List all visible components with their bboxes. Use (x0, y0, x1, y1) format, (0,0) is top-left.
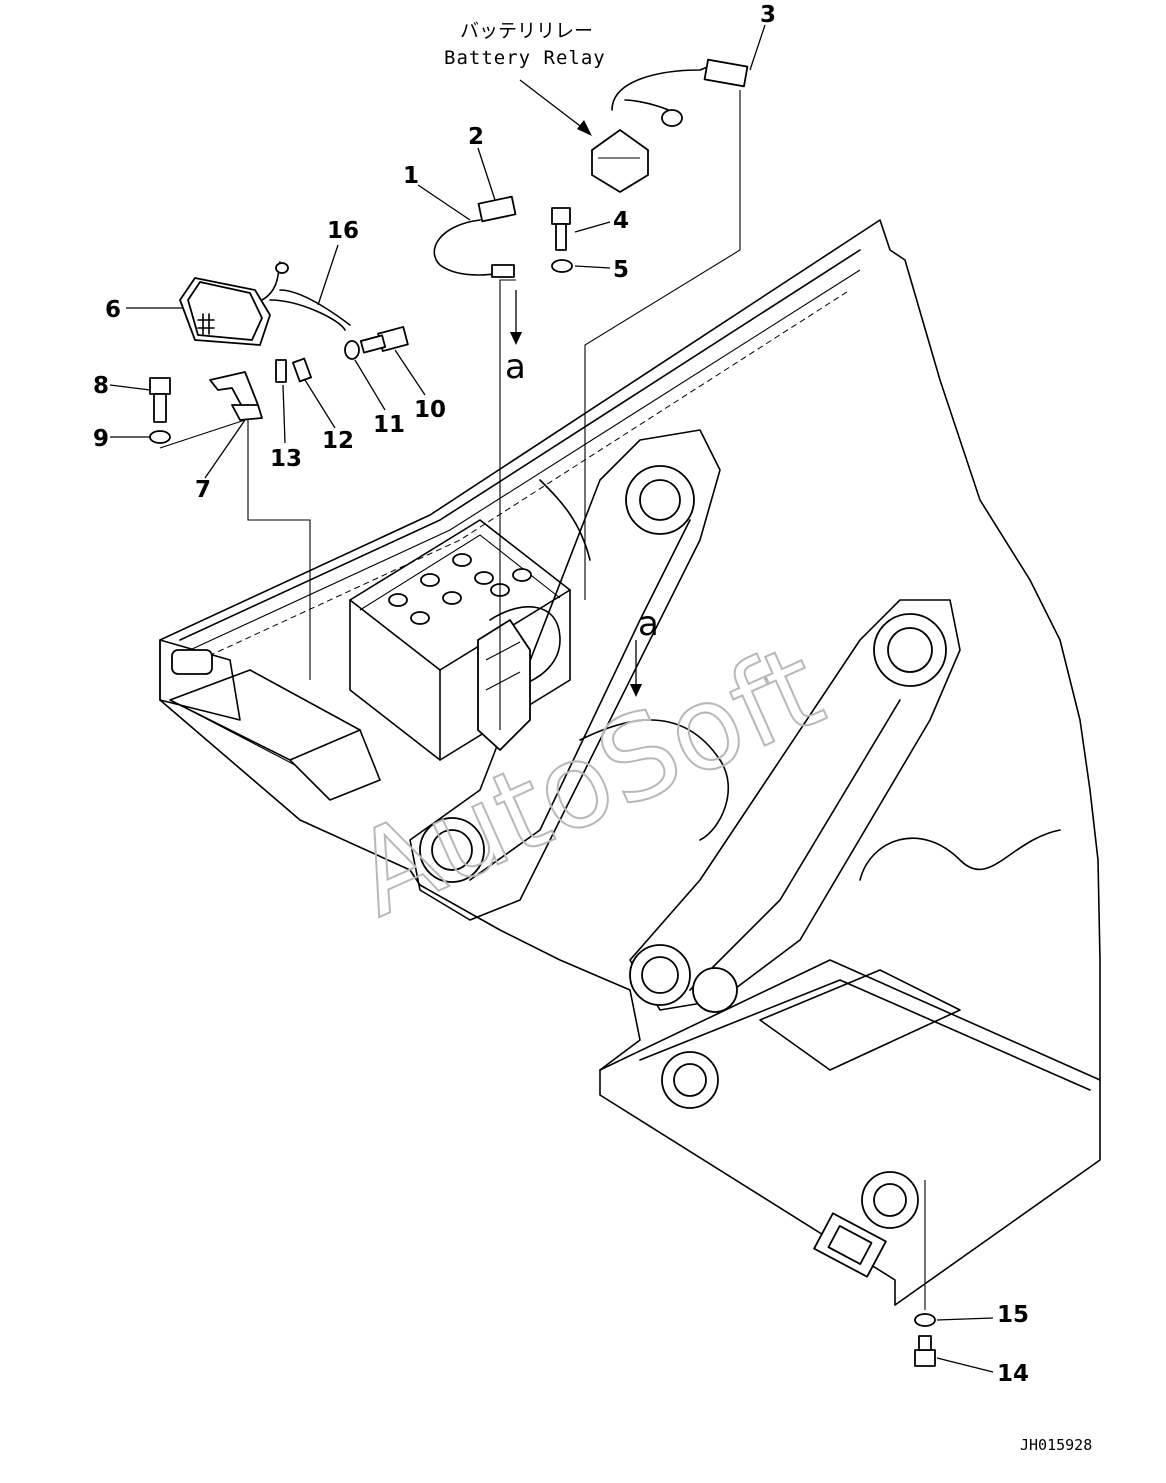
view-ref-a-top: a (505, 347, 526, 387)
washer-5 (551, 259, 573, 273)
bolt-14 (914, 1335, 936, 1367)
machine-frame (159, 219, 1101, 1306)
callout-6: 6 (105, 297, 121, 323)
bolt-8 (149, 377, 171, 423)
battery-relay-part (591, 58, 749, 193)
callout-3: 3 (760, 2, 776, 28)
callout-12: 12 (322, 428, 354, 454)
bolt-10 (359, 326, 409, 354)
clip-12 (292, 357, 312, 383)
battery-relay-title-en: Battery Relay (444, 47, 606, 69)
battery-relay-title-jp: バッテリリレー (460, 20, 593, 42)
callout-9: 9 (93, 426, 109, 452)
view-ref-a-frame: a (638, 604, 659, 644)
bracket-7 (209, 371, 263, 421)
callout-15: 15 (997, 1302, 1029, 1328)
callout-10: 10 (414, 397, 446, 423)
washer-15 (914, 1313, 936, 1327)
callout-11: 11 (373, 412, 405, 438)
callout-7: 7 (195, 477, 211, 503)
callout-8: 8 (93, 373, 109, 399)
lamp-6 (179, 261, 289, 346)
callout-4: 4 (613, 208, 629, 234)
callout-5: 5 (613, 257, 629, 283)
cable-part (433, 195, 517, 278)
battery-terminals (388, 553, 532, 625)
callout-16: 16 (327, 218, 359, 244)
clip-13 (275, 359, 287, 383)
washer-11 (344, 340, 360, 360)
callout-2: 2 (468, 124, 484, 150)
bolt-4 (551, 207, 571, 251)
callout-13: 13 (270, 446, 302, 472)
leader-lines (109, 24, 994, 1373)
document-id: JH015928 (1020, 1436, 1092, 1454)
wire-16 (269, 289, 351, 331)
callout-1: 1 (403, 163, 419, 189)
washer-9 (149, 430, 171, 444)
callout-14: 14 (997, 1361, 1029, 1387)
